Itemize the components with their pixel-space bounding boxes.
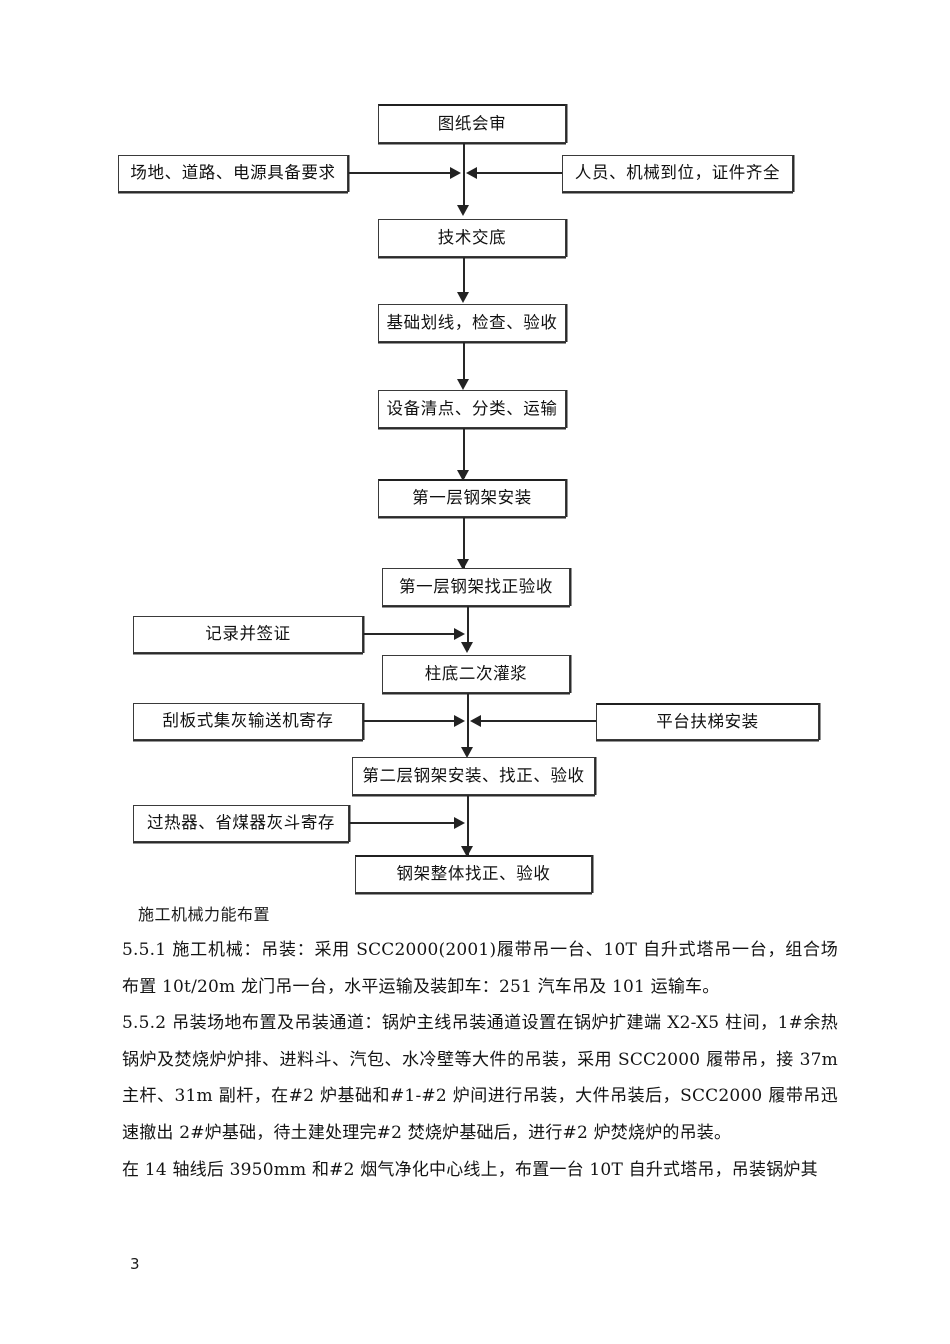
arrowhead-to-technical-disclosure: [457, 205, 469, 216]
page-number: 3: [130, 1255, 140, 1273]
connector-junction2-to-second-layer: [467, 720, 470, 750]
arrowhead-to-second-layer-install: [461, 747, 473, 758]
flow-node-superheater-hopper: 过热器、省煤器灰斗寄存: [133, 805, 349, 842]
connector-record-to-trunk: [363, 633, 456, 635]
connector-personnel-to-junction: [477, 172, 562, 174]
flow-node-label: 第一层钢架找正验收: [399, 576, 553, 596]
flow-node-equipment-inventory: 设备清点、分类、运输: [378, 390, 566, 428]
connector-second-layer-to-overall: [467, 795, 470, 855]
arrowhead-to-overall-alignment: [461, 846, 473, 857]
arrowhead-to-equipment-inventory: [457, 379, 469, 390]
arrowhead-personnel-to-junction: [466, 167, 477, 179]
connector-scraper-to-junction2: [363, 720, 456, 722]
flow-node-platform-stairs: 平台扶梯安装: [596, 703, 819, 740]
connector-equipment-to-first-layer: [463, 428, 466, 478]
flow-node-label: 钢架整体找正、验收: [396, 864, 551, 884]
flow-node-drawing-review: 图纸会审: [378, 104, 566, 143]
flow-node-label: 柱底二次灌浆: [424, 663, 528, 683]
flow-node-label: 记录并签证: [205, 624, 291, 644]
flow-node-second-layer-install: 第二层钢架安装、找正、验收: [352, 757, 595, 795]
paragraph-tower-crane: 在 14 轴线后 3950mm 和#2 烟气净化中心线上，布置一台 10T 自升…: [122, 1159, 818, 1180]
construction-flowchart: 图纸会审 场地、道路、电源具备要求 人员、机械到位，证件齐全 技术交底 基础划线…: [118, 104, 819, 893]
arrowhead-scraper-to-junction2: [454, 715, 465, 727]
flow-node-label: 设备清点、分类、运输: [386, 398, 558, 418]
connector-first-align-to-grouting: [467, 606, 470, 650]
connector-foundation-to-equipment: [463, 342, 466, 383]
connector-junction-to-technical-disclosure: [463, 172, 466, 207]
flow-node-label: 刮板式集灰输送机寄存: [162, 711, 334, 731]
connector-superheater-to-trunk: [349, 822, 456, 824]
section-heading: 施工机械力能布置: [138, 905, 271, 924]
flow-node-record-and-sign: 记录并签证: [133, 616, 363, 653]
flow-node-label: 图纸会审: [437, 113, 507, 133]
arrowhead-to-first-layer-install: [457, 470, 469, 481]
flow-node-overall-alignment: 钢架整体找正、验收: [355, 855, 592, 893]
arrowhead-to-first-layer-align: [457, 559, 469, 570]
flow-node-label: 基础划线，检查、验收: [386, 312, 558, 332]
flow-node-label: 技术交底: [437, 227, 507, 247]
flow-node-site-road-power: 场地、道路、电源具备要求: [118, 155, 348, 192]
flow-node-label: 过热器、省煤器灰斗寄存: [146, 813, 336, 833]
flow-node-technical-disclosure: 技术交底: [378, 219, 566, 257]
flow-node-first-layer-align: 第一层钢架找正验收: [382, 568, 570, 606]
connector-first-install-to-first-align: [463, 517, 466, 568]
arrowhead-record-to-trunk: [454, 628, 465, 640]
flow-node-column-base-grouting: 柱底二次灌浆: [382, 655, 570, 693]
arrowhead-superheater-to-trunk: [454, 817, 465, 829]
flow-node-scraper-conveyor: 刮板式集灰输送机寄存: [133, 703, 363, 740]
paragraph-5-5-1: 5.5.1 施工机械：吊装：采用 SCC2000(2001)履带吊一台、10T …: [122, 940, 838, 997]
flow-node-first-layer-install: 第一层钢架安装: [378, 479, 566, 517]
connector-platform-to-junction2: [481, 720, 596, 722]
flow-node-label: 场地、道路、电源具备要求: [130, 163, 336, 183]
connector-technical-to-foundation: [463, 257, 466, 296]
flow-node-label: 第二层钢架安装、找正、验收: [362, 765, 585, 785]
flow-node-label: 人员、机械到位，证件齐全: [574, 163, 781, 183]
arrowhead-to-foundation-marking: [457, 292, 469, 303]
flow-node-foundation-marking: 基础划线，检查、验收: [378, 304, 566, 342]
flow-node-label: 平台扶梯安装: [656, 711, 759, 731]
connector-drawing-review-to-junction: [463, 143, 466, 179]
arrowhead-to-column-base-grouting: [461, 642, 473, 653]
connector-site-to-junction: [348, 172, 452, 174]
connector-grouting-to-junction2: [467, 693, 470, 726]
arrowhead-platform-to-junction2: [470, 715, 481, 727]
flow-node-personnel-machinery: 人员、机械到位，证件齐全: [562, 155, 793, 192]
paragraph-5-5-2: 5.5.2 吊装场地布置及吊装通道：锅炉主线吊装通道设置在锅炉扩建端 X2-X5…: [122, 1013, 838, 1143]
body-text-block: 施工机械力能布置 5.5.1 施工机械：吊装：采用 SCC2000(2001)履…: [122, 898, 838, 1188]
flow-node-label: 第一层钢架安装: [412, 488, 532, 508]
arrowhead-site-to-junction: [450, 167, 461, 179]
